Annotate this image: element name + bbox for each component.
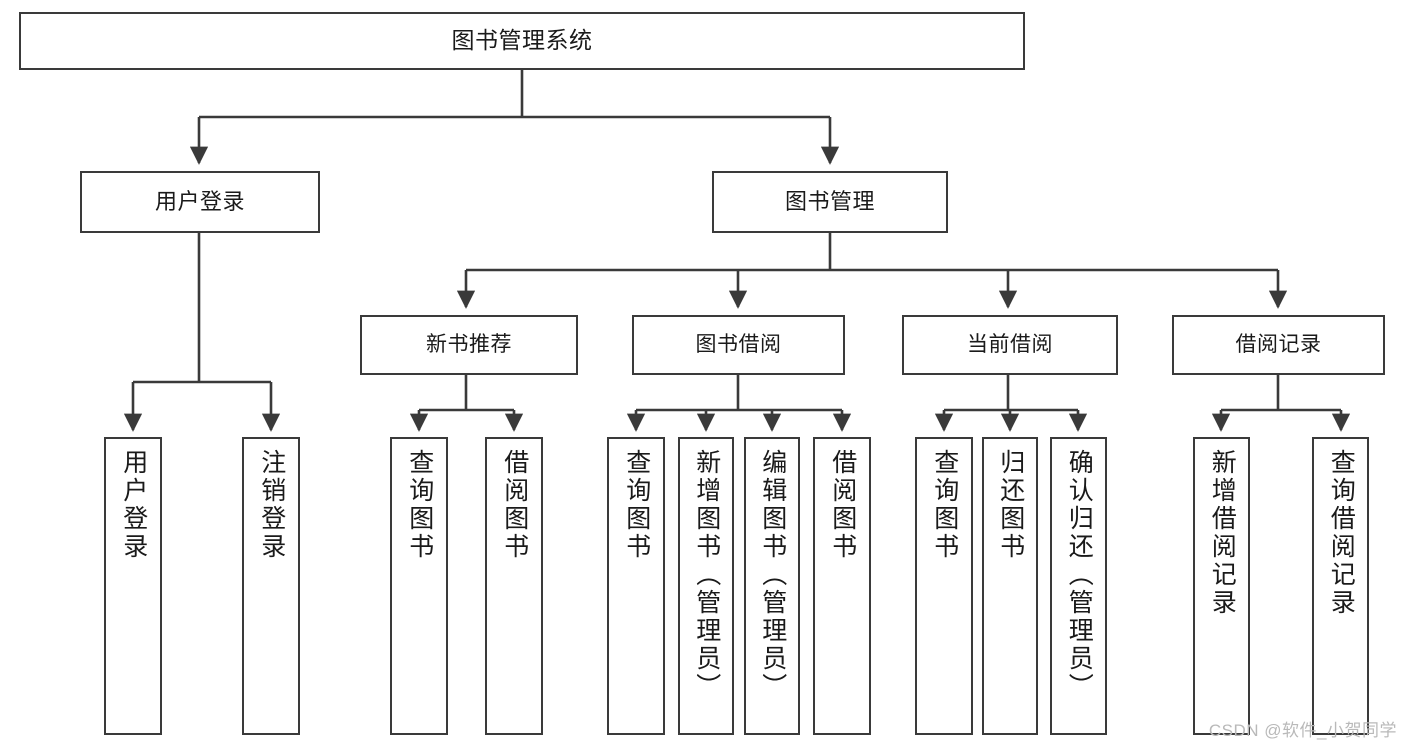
node-leaf-add-record[interactable]: 新增借阅记录 <box>1193 437 1250 735</box>
node-leaf-query-record-label: 查询借阅记录 <box>1327 449 1356 617</box>
node-leaf-user-logout-label: 注销登录 <box>257 449 286 561</box>
node-leaf-return-book-label: 归还图书 <box>996 449 1025 561</box>
node-borrow-record[interactable]: 借阅记录 <box>1172 315 1385 375</box>
node-root[interactable]: 图书管理系统 <box>19 12 1025 70</box>
node-leaf-confirm-return[interactable]: 确认归还（管理员） <box>1050 437 1107 735</box>
node-leaf-query-record[interactable]: 查询借阅记录 <box>1312 437 1369 735</box>
node-leaf-user-login-label: 用户登录 <box>119 449 148 561</box>
watermark: CSDN @软件_小贺同学 <box>1208 721 1397 740</box>
node-leaf-user-login[interactable]: 用户登录 <box>104 437 162 735</box>
node-leaf-edit-book[interactable]: 编辑图书（管理员） <box>744 437 800 735</box>
node-leaf-user-logout[interactable]: 注销登录 <box>242 437 300 735</box>
node-book-borrow-label: 图书借阅 <box>695 332 782 356</box>
node-root-label: 图书管理系统 <box>451 27 593 54</box>
node-current-borrow-label: 当前借阅 <box>967 332 1053 356</box>
node-leaf-query-book-3-label: 查询图书 <box>930 449 959 561</box>
node-leaf-borrow-book-1-label: 借阅图书 <box>500 449 529 561</box>
node-book-borrow[interactable]: 图书借阅 <box>632 315 845 375</box>
node-current-borrow[interactable]: 当前借阅 <box>902 315 1118 375</box>
node-new-book-rec[interactable]: 新书推荐 <box>360 315 578 375</box>
node-leaf-borrow-book-1[interactable]: 借阅图书 <box>485 437 543 735</box>
node-book-manage[interactable]: 图书管理 <box>712 171 948 233</box>
node-user-login-label: 用户登录 <box>154 189 245 215</box>
node-leaf-edit-book-label: 编辑图书（管理员） <box>758 449 787 701</box>
node-leaf-borrow-book-2-label: 借阅图书 <box>828 449 857 561</box>
node-leaf-query-book-3[interactable]: 查询图书 <box>915 437 973 735</box>
node-leaf-confirm-return-label: 确认归还（管理员） <box>1065 449 1094 701</box>
node-leaf-borrow-book-2[interactable]: 借阅图书 <box>813 437 871 735</box>
node-leaf-query-book-1[interactable]: 查询图书 <box>390 437 448 735</box>
node-leaf-query-book-2-label: 查询图书 <box>622 449 651 561</box>
node-new-book-rec-label: 新书推荐 <box>426 332 512 356</box>
node-leaf-add-record-label: 新增借阅记录 <box>1208 449 1237 617</box>
node-leaf-add-book[interactable]: 新增图书（管理员） <box>678 437 734 735</box>
node-book-manage-label: 图书管理 <box>784 189 875 215</box>
node-leaf-return-book[interactable]: 归还图书 <box>982 437 1038 735</box>
node-leaf-add-book-label: 新增图书（管理员） <box>692 449 721 701</box>
node-borrow-record-label: 借阅记录 <box>1235 332 1322 356</box>
node-leaf-query-book-1-label: 查询图书 <box>405 449 434 561</box>
node-leaf-query-book-2[interactable]: 查询图书 <box>607 437 665 735</box>
node-user-login[interactable]: 用户登录 <box>80 171 320 233</box>
